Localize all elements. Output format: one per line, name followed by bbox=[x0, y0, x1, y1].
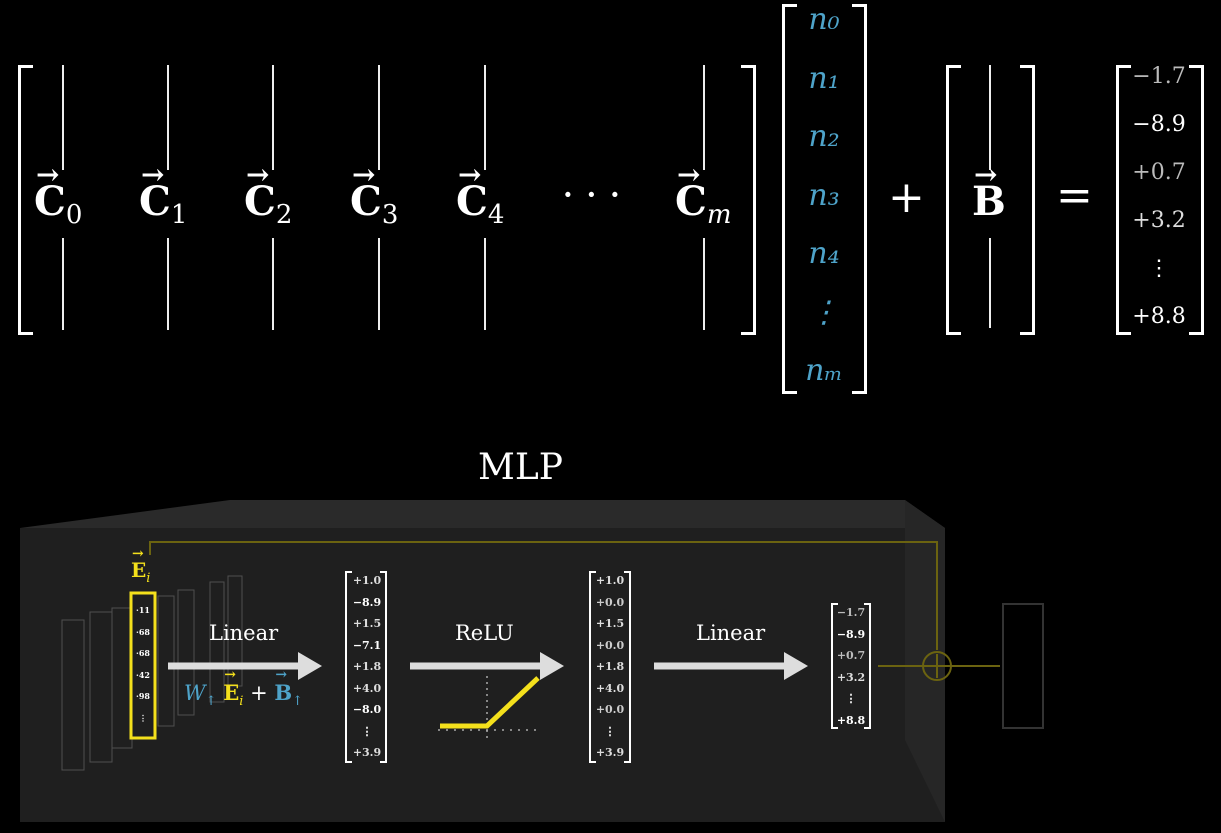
output-vector-entry: ⋮ bbox=[1148, 256, 1170, 281]
vector-entry: +0.7 bbox=[836, 649, 866, 662]
arrow-linear-2 bbox=[654, 652, 808, 680]
bias-bracket-left bbox=[946, 65, 961, 335]
vector-entry: −8.9 bbox=[352, 595, 382, 609]
vector-entry: +3.2 bbox=[836, 670, 866, 684]
output-vector-entry: −1.7 bbox=[1132, 64, 1186, 89]
embedding-highlight bbox=[129, 591, 157, 740]
output-vector-entry: +8.8 bbox=[1132, 304, 1186, 329]
output-vector-entry: +0.7 bbox=[1132, 160, 1186, 185]
vector-entry: +0.0 bbox=[595, 638, 625, 652]
column-line-top bbox=[378, 65, 380, 170]
matrix-bracket-right bbox=[741, 65, 756, 335]
step2-label: ReLU bbox=[455, 621, 514, 645]
n-vector-entry: n₃ bbox=[808, 177, 840, 213]
embedding-values: ·11·68·68·42·98⋮ bbox=[136, 605, 150, 723]
plus-sign: + bbox=[888, 172, 925, 223]
bias-bracket-right bbox=[1020, 65, 1035, 335]
vector-entry: +0.0 bbox=[595, 595, 625, 609]
faded-embedding-columns bbox=[61, 575, 243, 771]
vector-entry: −8.0 bbox=[352, 703, 382, 716]
matrix-bracket-left bbox=[18, 65, 33, 335]
column-vector-0: →C0 bbox=[34, 158, 83, 230]
column-vector-4: →C4 bbox=[456, 158, 505, 230]
vector-entry: +1.0 bbox=[595, 574, 625, 587]
n-vector-entry: n₁ bbox=[808, 60, 840, 96]
hidden-pre-vector: +1.0 −8.9 +1.5 −7.1 +1.8 +4.0 −8.0 ⋮ +3.9 bbox=[350, 570, 384, 764]
n-bracket-right bbox=[852, 4, 867, 394]
mlp-output-vector: −1.7 −8.9 +0.7 +3.2 ⋮ +8.8 bbox=[834, 602, 868, 731]
faded-output-vector bbox=[1002, 603, 1044, 729]
bias-line-bottom bbox=[989, 238, 991, 328]
vector-entry: +4.0 bbox=[595, 681, 625, 695]
column-line-top bbox=[703, 65, 705, 170]
mlp-title: MLP bbox=[478, 447, 563, 488]
column-line-top bbox=[272, 65, 274, 170]
hidden-post-brackets bbox=[589, 571, 631, 763]
column-line-bottom bbox=[62, 238, 64, 330]
bias-line-top bbox=[989, 65, 991, 170]
vector-entry: +3.9 bbox=[352, 746, 382, 759]
n-bracket-left bbox=[782, 4, 797, 394]
column-line-bottom bbox=[167, 238, 169, 330]
vector-entry: +1.5 bbox=[595, 617, 625, 630]
n-vector-entry: nₘ bbox=[805, 353, 843, 388]
column-line-bottom bbox=[484, 238, 486, 330]
column-vector-1: →C1 bbox=[139, 158, 188, 230]
bias-vector: →B bbox=[972, 158, 1006, 225]
mlp-output-brackets bbox=[831, 603, 871, 729]
column-line-top bbox=[484, 65, 486, 170]
vector-entry: ⋮ bbox=[604, 724, 616, 738]
column-vector-3: →C3 bbox=[350, 158, 399, 230]
add-node bbox=[922, 651, 952, 681]
column-line-top bbox=[62, 65, 64, 170]
column-ellipsis: · · · bbox=[563, 178, 622, 211]
vector-entry: +4.0 bbox=[352, 681, 382, 695]
mlp-box-top-face bbox=[20, 500, 945, 528]
column-line-bottom bbox=[272, 238, 274, 330]
embedding-label: →Ei bbox=[131, 546, 151, 586]
step1-label: Linear bbox=[209, 621, 279, 645]
column-line-bottom bbox=[703, 238, 705, 330]
step1-formula: W↑ →Ei + →B↑ bbox=[184, 667, 304, 710]
arrow-relu bbox=[410, 652, 564, 680]
mlp-box-front-face bbox=[20, 528, 945, 822]
n-vector-entry: n₀ bbox=[808, 2, 840, 37]
mlp-box-side-face bbox=[905, 500, 945, 822]
output-bracket-right bbox=[1189, 65, 1204, 335]
output-vector-entry: −8.9 bbox=[1132, 112, 1186, 137]
residual-line bbox=[149, 541, 938, 650]
vector-entry: ⋮ bbox=[361, 724, 373, 738]
hidden-pre-brackets bbox=[345, 571, 387, 763]
output-bracket-left bbox=[1116, 65, 1131, 335]
n-vector-entry: ⋮ bbox=[809, 294, 839, 330]
vector-entry: +1.0 bbox=[352, 574, 382, 587]
vector-entry: +1.8 bbox=[595, 660, 625, 673]
vector-entry: +1.5 bbox=[352, 617, 382, 630]
equals-sign: = bbox=[1056, 170, 1093, 221]
vector-entry: +3.9 bbox=[595, 746, 625, 759]
n-vector-entry: n₄ bbox=[808, 236, 840, 271]
column-line-top bbox=[167, 65, 169, 170]
step3-label: Linear bbox=[696, 621, 766, 645]
column-vector-2: →C2 bbox=[244, 158, 293, 230]
arrow-linear-1 bbox=[168, 652, 322, 680]
vector-entry: +0.0 bbox=[595, 703, 625, 716]
vector-entry: +8.8 bbox=[836, 713, 866, 727]
relu-graph bbox=[438, 676, 540, 742]
vector-entry: −7.1 bbox=[352, 638, 382, 652]
vector-entry: +1.8 bbox=[352, 660, 382, 673]
vector-entry: −1.7 bbox=[836, 606, 866, 619]
output-vector-entry: +3.2 bbox=[1132, 208, 1186, 233]
column-vector-m: →Cm bbox=[675, 158, 732, 230]
vector-entry: ⋮ bbox=[845, 692, 857, 705]
column-line-bottom bbox=[378, 238, 380, 330]
hidden-post-vector: +1.0 +0.0 +1.5 +0.0 +1.8 +4.0 +0.0 ⋮ +3.9 bbox=[593, 570, 627, 764]
n-vector-entry: n₂ bbox=[808, 119, 840, 154]
vector-entry: −8.9 bbox=[836, 627, 866, 641]
